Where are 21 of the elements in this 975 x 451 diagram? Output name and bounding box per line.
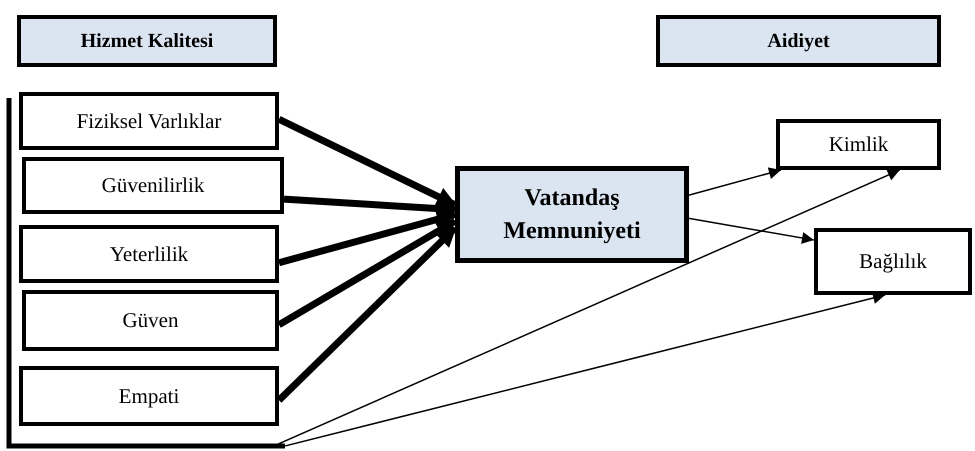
dimension-label: Bağlılık (858, 248, 928, 276)
dimension-label: Empati (118, 382, 180, 410)
dimension-label: Güvenilirlik (100, 172, 206, 200)
heading-label: Vatandaş Memnuniyeti (502, 184, 642, 246)
header-box (17, 15, 277, 67)
dimension-label: Güven (122, 307, 180, 334)
construct-box (455, 166, 689, 263)
header-box (656, 15, 941, 67)
arrow (688, 218, 814, 244)
arrow (278, 210, 457, 266)
heading-label: Hizmet Kalitesi (80, 28, 214, 54)
dimension-label: Yeterlilik (108, 240, 190, 268)
arrow (688, 167, 782, 196)
dimension-label: Fiziksel Varlıklar (76, 108, 222, 135)
dimension-box (776, 119, 941, 170)
dimension-box (814, 228, 972, 295)
arrow (277, 116, 457, 208)
dimension-box (19, 92, 279, 150)
arrow (277, 218, 457, 328)
dimension-label: Kimlik (828, 131, 890, 158)
heading-label: Aidiyet (766, 28, 831, 54)
